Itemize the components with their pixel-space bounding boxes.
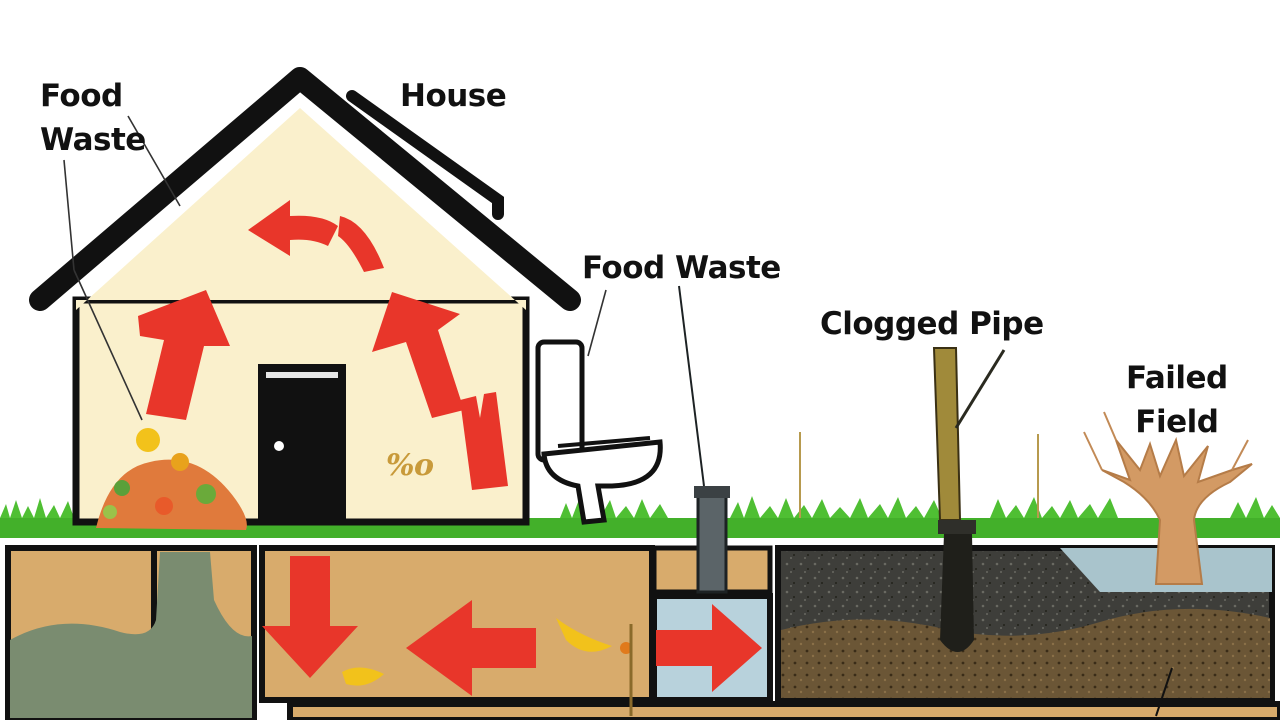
- label-failed-field-line1: Failed: [1126, 360, 1228, 396]
- arrow-icon: [372, 292, 464, 418]
- underground-cross-section: [0, 538, 1280, 720]
- label-failed-field-line2: Field: [1135, 404, 1219, 440]
- toilet-icon: [535, 339, 663, 525]
- door-icon: [258, 364, 346, 522]
- arrow-icon: [460, 392, 508, 490]
- arrow-icon: [656, 604, 762, 692]
- arrow-icon: [262, 556, 358, 678]
- underground-flow-arrows: [262, 556, 762, 696]
- outlet-pipe: [678, 285, 730, 594]
- chimney-eave: [346, 90, 504, 220]
- label-food-waste-top-line1: Food: [40, 78, 123, 114]
- arrow-icon: [248, 200, 338, 256]
- leader-lines: [63, 115, 1173, 717]
- house-flow-arrows: [138, 200, 508, 490]
- label-food-waste-right: Food Waste: [582, 250, 781, 286]
- label-food-waste-top-line2: Waste: [40, 122, 146, 158]
- label-failed-field: Failed Field: [1126, 356, 1228, 444]
- tree-stump-icon: [1083, 411, 1253, 585]
- roof: [29, 67, 581, 311]
- label-house: House: [400, 78, 507, 114]
- clogged-pipe: [932, 347, 1006, 652]
- arrow-icon: [338, 216, 384, 272]
- arrow-icon: [138, 290, 230, 420]
- label-clogged-pipe: Clogged Pipe: [820, 306, 1044, 342]
- food-waste-pile: [96, 428, 247, 530]
- sludge-plume: [10, 552, 252, 718]
- label-food-waste-top: Food Waste: [40, 74, 146, 162]
- arrow-icon: [406, 600, 536, 696]
- doodle-scribble: %o: [386, 448, 434, 483]
